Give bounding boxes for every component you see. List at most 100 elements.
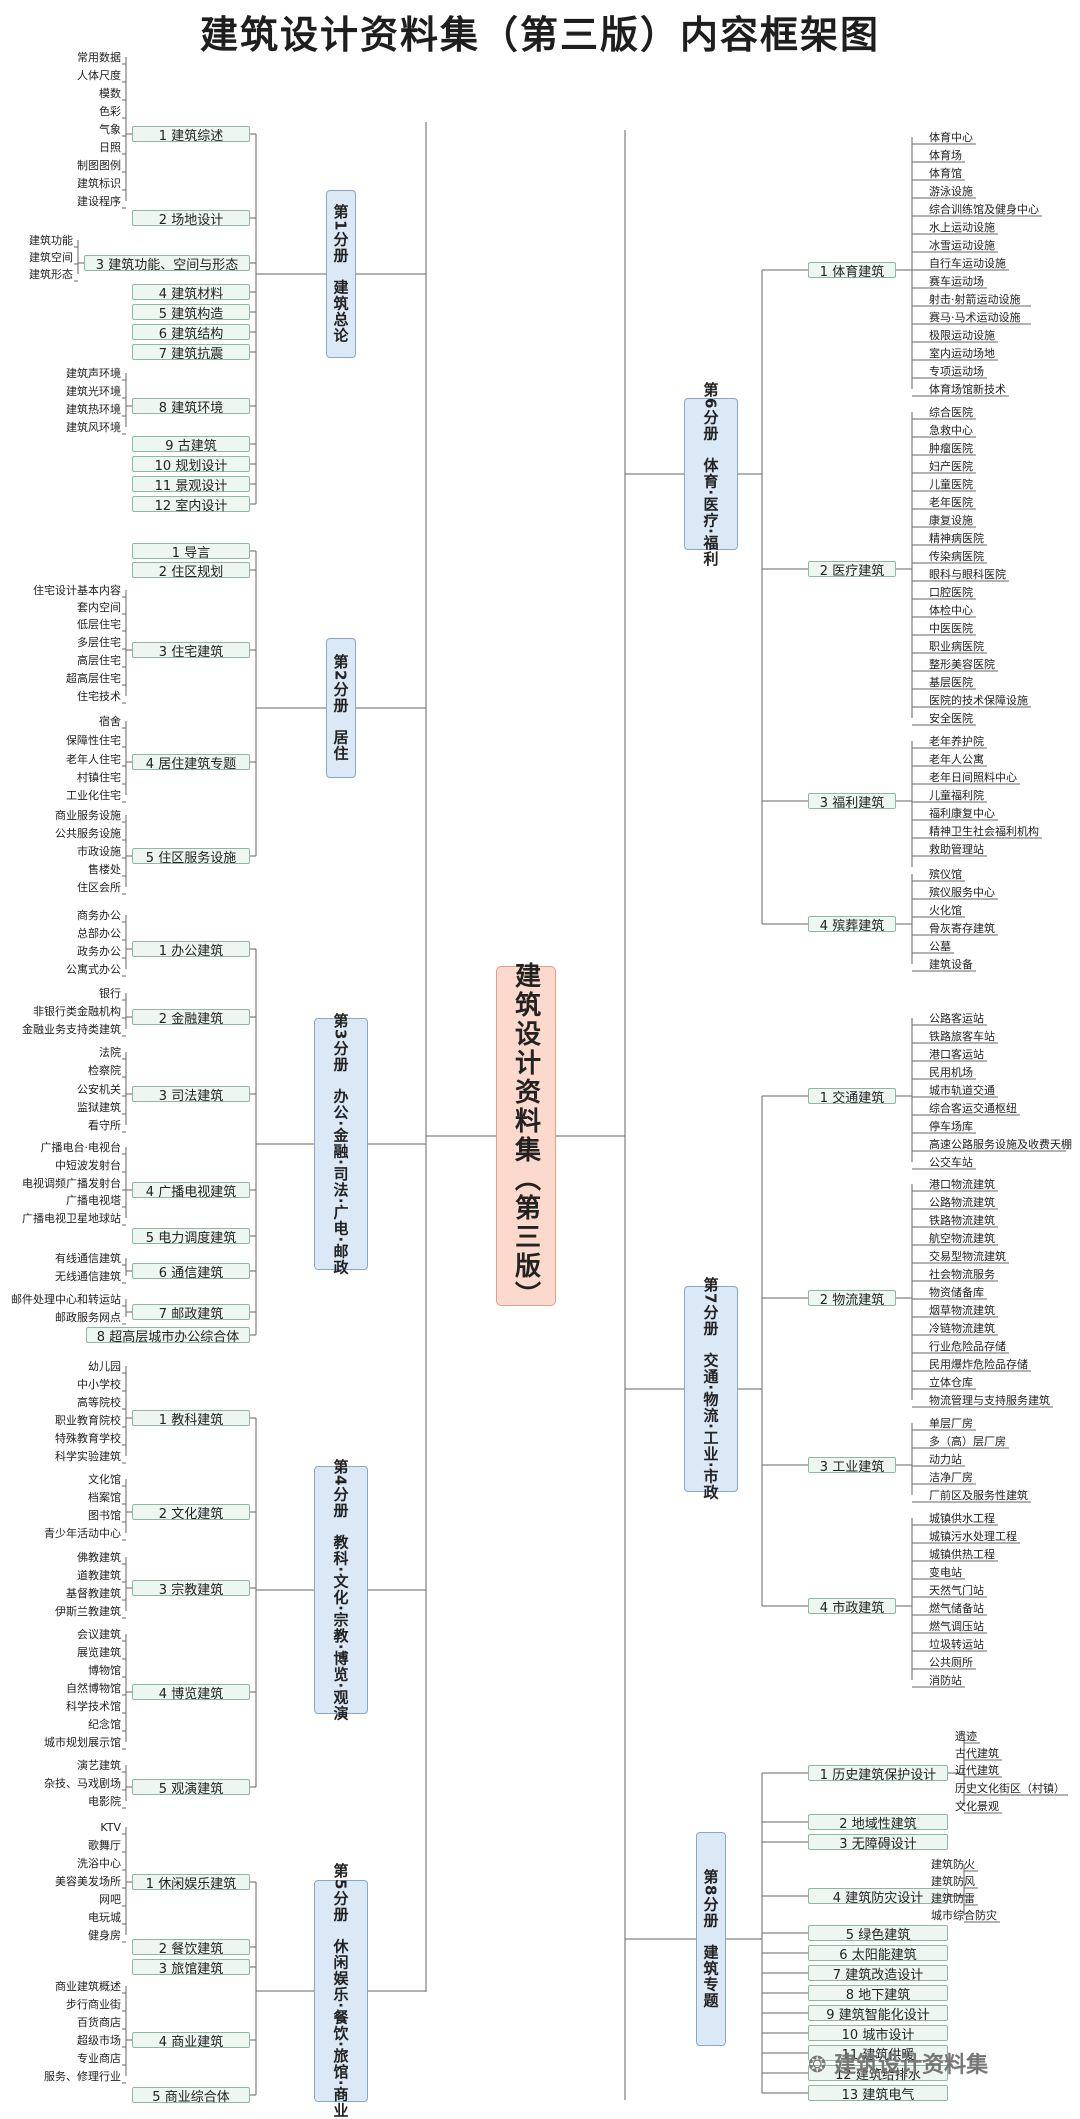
leaf-item: 商务办公: [77, 909, 121, 922]
item-box: 7 邮政建筑: [132, 1304, 250, 1322]
leaf-item: 村镇住宅: [77, 771, 121, 784]
leaf-item: 中短波发射台: [55, 1159, 121, 1172]
leaf-item: 建筑防火: [931, 1858, 975, 1871]
item-box: 5 电力调度建筑: [132, 1228, 250, 1246]
leaf-item: 医院的技术保障设施: [929, 694, 1028, 707]
volume-5-label: 第5分册 休闲娱乐·餐饮·旅馆·商业: [314, 1863, 368, 2119]
leaf-item: 色彩: [99, 105, 121, 118]
leaf-item: 洁净厂房: [929, 1471, 973, 1484]
leaf-item: 冰雪运动设施: [929, 239, 995, 252]
leaf-item: 超高层住宅: [66, 672, 121, 685]
leaf-item: 博物馆: [88, 1664, 121, 1677]
leaf-item: 公交车站: [929, 1156, 973, 1169]
leaf-item: 老年人住宅: [66, 753, 121, 766]
volume-8-label: 第8分册 建筑专题: [696, 1832, 726, 2046]
item-box: 4 建筑防灾设计: [808, 1888, 948, 1906]
leaf-item: 铁路物流建筑: [929, 1214, 995, 1227]
leaf-item: 常用数据: [77, 51, 121, 64]
leaf-item: 建筑光环境: [66, 385, 121, 398]
leaf-item: 高速公路服务设施及收费天棚: [929, 1138, 1072, 1151]
leaf-item: 消防站: [929, 1674, 962, 1687]
leaf-item: 纪念馆: [88, 1718, 121, 1731]
leaf-item: 冷链物流建筑: [929, 1322, 995, 1335]
leaf-item: 商业服务设施: [55, 809, 121, 822]
leaf-item: 制图图例: [77, 159, 121, 172]
leaf-item: 体育场: [929, 149, 962, 162]
item-box: 2 文化建筑: [132, 1504, 250, 1522]
item-box: 1 导言: [132, 543, 250, 561]
leaf-item: 游泳设施: [929, 185, 973, 198]
leaf-item: 佛教建筑: [77, 1551, 121, 1564]
leaf-item: 杂技、马戏剧场: [44, 1777, 121, 1790]
leaf-item: 整形美容医院: [929, 658, 995, 671]
leaf-item: 建筑标识: [77, 177, 121, 190]
leaf-item: 自行车运动设施: [929, 257, 1006, 270]
leaf-item: 商业建筑概述: [55, 1980, 121, 1993]
leaf-item: 住宅设计基本内容: [33, 584, 121, 597]
item-box: 13 建筑电气: [808, 2085, 948, 2103]
item-box: 4 博览建筑: [132, 1684, 250, 1702]
leaf-item: 公寓式办公: [66, 963, 121, 976]
leaf-item: 健身房: [88, 1929, 121, 1942]
leaf-item: 航空物流建筑: [929, 1232, 995, 1245]
leaf-item: 历史文化街区（村镇）: [955, 1782, 1065, 1795]
leaf-item: 民用机场: [929, 1066, 973, 1079]
leaf-item: 单层厂房: [929, 1417, 973, 1430]
leaf-item: 极限运动设施: [929, 329, 995, 342]
leaf-item: 科学技术馆: [66, 1700, 121, 1713]
item-box: 1 休闲娱乐建筑: [132, 1874, 250, 1892]
leaf-item: 公路客运站: [929, 1012, 984, 1025]
leaf-item: 建筑声环境: [66, 367, 121, 380]
leaf-item: 公共服务设施: [55, 827, 121, 840]
leaf-item: 厂前区及服务性建筑: [929, 1489, 1028, 1502]
item-box: 6 通信建筑: [132, 1263, 250, 1281]
leaf-item: 烟草物流建筑: [929, 1304, 995, 1317]
leaf-item: 金融业务支持类建筑: [22, 1023, 121, 1036]
leaf-item: 住宅技术: [77, 690, 121, 703]
item-box: 3 工业建筑: [808, 1457, 896, 1475]
leaf-item: 公墓: [929, 940, 951, 953]
leaf-item: 综合客运交通枢纽: [929, 1102, 1017, 1115]
leaf-item: 近代建筑: [955, 1764, 999, 1777]
volume-1-label: 第1分册 建筑总论: [326, 190, 356, 358]
leaf-item: 港口客运站: [929, 1048, 984, 1061]
leaf-item: 殡仪馆: [929, 868, 962, 881]
leaf-item: 政务办公: [77, 945, 121, 958]
leaf-item: 体育中心: [929, 131, 973, 144]
leaf-item: 文化景观: [955, 1800, 999, 1813]
leaf-item: 精神病医院: [929, 532, 984, 545]
leaf-item: 总部办公: [77, 927, 121, 940]
item-box: 3 建筑功能、空间与形态: [84, 255, 250, 273]
leaf-item: 燃气调压站: [929, 1620, 984, 1633]
leaf-item: 建筑形态: [29, 268, 73, 281]
leaf-item: 中医医院: [929, 622, 973, 635]
leaf-item: 铁路旅客车站: [929, 1030, 995, 1043]
leaf-item: 安全医院: [929, 712, 973, 725]
leaf-item: 职业教育院校: [55, 1414, 121, 1427]
leaf-item: 福利康复中心: [929, 807, 995, 820]
leaf-item: 行业危险品存储: [929, 1340, 1006, 1353]
item-box: 2 餐饮建筑: [132, 1939, 250, 1957]
item-box: 1 办公建筑: [132, 941, 250, 959]
leaf-item: 室内运动场地: [929, 347, 995, 360]
item-box: 1 体育建筑: [808, 262, 896, 280]
leaf-item: 保障性住宅: [66, 734, 121, 747]
leaf-item: 老年养护院: [929, 735, 984, 748]
leaf-item: 立体仓库: [929, 1376, 973, 1389]
item-box: 7 建筑抗震: [132, 344, 250, 362]
leaf-item: 体育场馆新技术: [929, 383, 1006, 396]
leaf-item: 传染病医院: [929, 550, 984, 563]
leaf-item: 幼儿园: [88, 1360, 121, 1373]
leaf-item: 青少年活动中心: [44, 1527, 121, 1540]
leaf-item: 射击·射箭运动设施: [929, 293, 1021, 306]
leaf-item: 文化馆: [88, 1473, 121, 1486]
item-box: 4 市政建筑: [808, 1598, 896, 1616]
leaf-item: 公安机关: [77, 1083, 121, 1096]
leaf-item: 救助管理站: [929, 843, 984, 856]
item-box: 8 建筑环境: [132, 398, 250, 416]
item-box: 11 景观设计: [132, 476, 250, 494]
leaf-item: 展览建筑: [77, 1646, 121, 1659]
leaf-item: 城市规划展示馆: [44, 1736, 121, 1749]
leaf-item: 科学实验建筑: [55, 1450, 121, 1463]
item-box: 5 住区服务设施: [132, 848, 250, 866]
